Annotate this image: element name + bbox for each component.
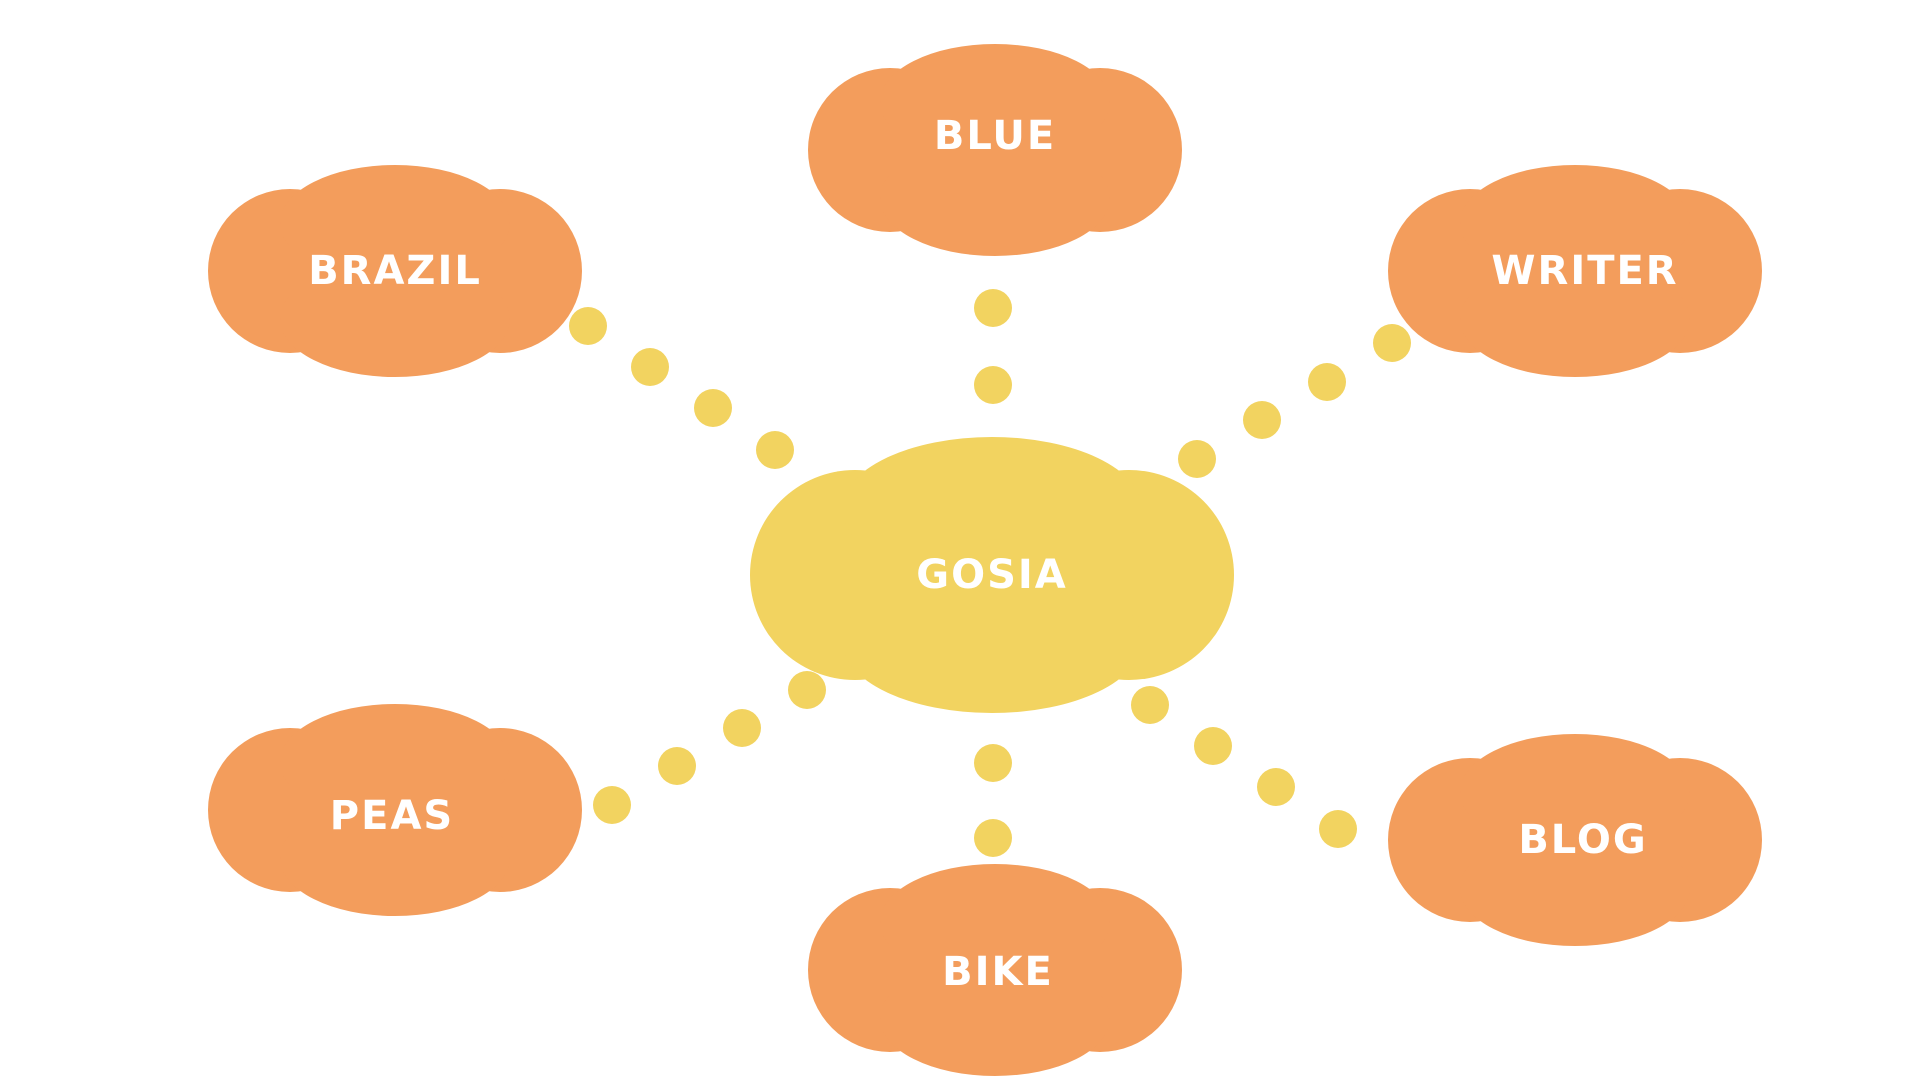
topic-node-brazil[interactable]: BRAZIL	[208, 165, 582, 377]
connector-dot	[788, 671, 826, 709]
connector-dot	[1373, 324, 1411, 362]
topic-label: PEAS	[330, 793, 454, 839]
connector-dot	[1257, 768, 1295, 806]
connector-dot	[756, 431, 794, 469]
connector-blog	[1131, 686, 1357, 848]
topic-node-bike[interactable]: BIKE	[808, 864, 1182, 1076]
connector-peas	[593, 671, 826, 824]
connector-dot	[974, 366, 1012, 404]
connector-dot	[593, 786, 631, 824]
connector-dot	[1194, 727, 1232, 765]
connector-dot	[631, 348, 669, 386]
connector-dot	[1319, 810, 1357, 848]
topic-label: BRAZIL	[308, 248, 482, 294]
topic-node-blog[interactable]: BLOG	[1388, 734, 1762, 946]
topic-label: BLUE	[934, 113, 1056, 159]
topic-label: WRITER	[1491, 248, 1678, 294]
connector-dot	[1243, 401, 1281, 439]
connector-dot	[1308, 363, 1346, 401]
topic-label: BLOG	[1518, 817, 1647, 863]
topic-node-writer[interactable]: WRITER	[1388, 165, 1762, 377]
connectors-layer	[569, 289, 1411, 857]
topic-node-blue[interactable]: BLUE	[808, 44, 1182, 256]
connector-dot	[694, 389, 732, 427]
connector-dot	[1131, 686, 1169, 724]
topic-label: BIKE	[942, 949, 1054, 995]
connector-writer	[1178, 324, 1411, 478]
connector-dot	[1178, 440, 1216, 478]
connector-dot	[569, 307, 607, 345]
topic-node-peas[interactable]: PEAS	[208, 704, 582, 916]
connector-dot	[974, 744, 1012, 782]
center-node-label: GOSIA	[916, 552, 1067, 598]
connector-dot	[658, 747, 696, 785]
connector-dot	[723, 709, 761, 747]
connector-dot	[974, 289, 1012, 327]
connector-blue	[974, 289, 1012, 404]
connector-bike	[974, 744, 1012, 857]
connector-brazil	[569, 307, 794, 469]
connector-dot	[974, 819, 1012, 857]
center-node[interactable]: GOSIA	[750, 437, 1234, 713]
